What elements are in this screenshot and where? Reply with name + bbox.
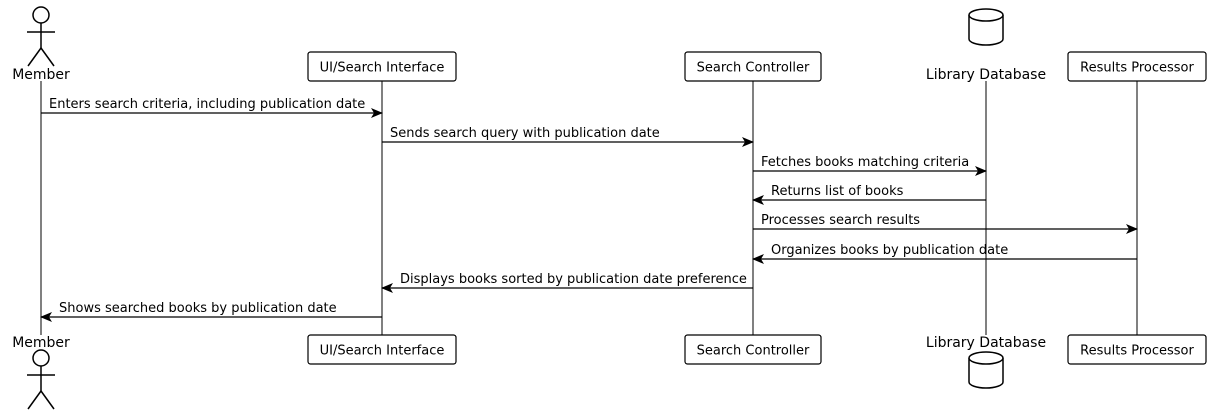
message: Returns list of books xyxy=(752,184,986,205)
participant-ui-bottom: UI/Search Interface xyxy=(307,334,457,365)
message-label: Fetches books matching criteria xyxy=(761,155,969,170)
database-icon xyxy=(968,351,1004,389)
message-label: Displays books sorted by publication dat… xyxy=(400,272,747,287)
participant-processor-bottom: Results Processor xyxy=(1067,334,1207,365)
participant-label: Library Database xyxy=(926,335,1046,351)
participant-db-bottom: Library Database xyxy=(926,335,1046,389)
participant-label: Results Processor xyxy=(1080,61,1194,76)
stick-figure-icon xyxy=(27,349,55,410)
message-label: Organizes books by publication date xyxy=(771,243,1008,258)
message: Organizes books by publication date xyxy=(752,243,1137,264)
participant-label: Search Controller xyxy=(697,61,810,76)
message: Shows searched books by publication date xyxy=(40,301,382,322)
message: Enters search criteria, including public… xyxy=(41,97,383,118)
message-label: Processes search results xyxy=(761,213,920,228)
message-label: Shows searched books by publication date xyxy=(59,301,337,316)
participant-label: Library Database xyxy=(926,67,1046,83)
participant-label: UI/Search Interface xyxy=(320,61,445,76)
message-label: Sends search query with publication date xyxy=(390,126,660,141)
message: Processes search results xyxy=(753,213,1138,234)
participant-processor-top: Results Processor xyxy=(1067,51,1207,82)
message-label: Enters search criteria, including public… xyxy=(49,97,365,112)
participant-label: UI/Search Interface xyxy=(320,344,445,359)
participant-label: Results Processor xyxy=(1080,344,1194,359)
participant-ui-top: UI/Search Interface xyxy=(307,51,457,82)
message-label: Returns list of books xyxy=(771,184,904,199)
database-icon xyxy=(968,8,1004,46)
participant-controller-bottom: Search Controller xyxy=(684,334,822,365)
participant-db-top: Library Database xyxy=(926,8,1046,83)
participant-label: Member xyxy=(12,335,70,351)
participant-controller-top: Search Controller xyxy=(684,51,822,82)
participant-label: Member xyxy=(12,67,70,83)
message: Sends search query with publication date xyxy=(382,126,754,147)
participant-label: Search Controller xyxy=(697,344,810,359)
message: Displays books sorted by publication dat… xyxy=(381,272,753,293)
actor-member-top: Member xyxy=(12,6,70,83)
stick-figure-icon xyxy=(27,6,55,67)
actor-member-bottom: Member xyxy=(12,335,70,410)
message: Fetches books matching criteria xyxy=(753,155,987,176)
